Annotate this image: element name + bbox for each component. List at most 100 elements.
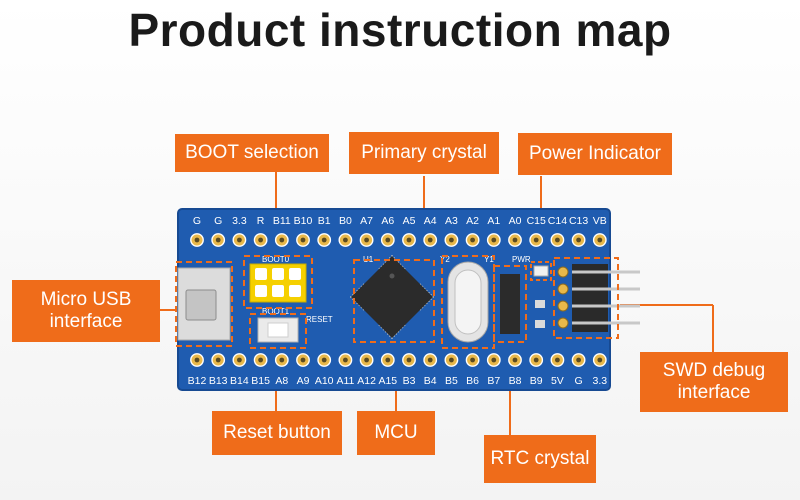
top-pin-label: VB xyxy=(593,215,607,227)
swd-header xyxy=(553,257,640,339)
top-pin-label: A3 xyxy=(445,215,458,227)
pin-hole xyxy=(555,237,560,243)
top-pin-label: A4 xyxy=(424,215,437,227)
reset-button-callout: Reset button xyxy=(212,411,342,455)
top-pin-label: C13 xyxy=(569,215,588,227)
pin-hole xyxy=(470,237,475,243)
pin-hole xyxy=(364,357,369,363)
top-pin-label: A2 xyxy=(466,215,479,227)
top-pin-label: B1 xyxy=(318,215,331,227)
bottom-pin-label: A10 xyxy=(315,375,334,387)
primary-crystal-callout: Primary crystal xyxy=(349,132,499,174)
top-pin-label: G xyxy=(214,215,222,227)
bottom-pin-label: B8 xyxy=(509,375,522,387)
top-pin-label: 3.3 xyxy=(232,215,247,227)
pin-hole xyxy=(491,357,497,363)
pin-hole xyxy=(406,237,412,243)
pin-hole xyxy=(597,357,603,363)
bottom-pin-label: A11 xyxy=(336,375,354,387)
pin-hole xyxy=(512,357,518,363)
top-pin-label: B10 xyxy=(294,215,313,227)
pin-hole xyxy=(427,237,433,243)
pin-hole xyxy=(427,357,433,363)
pwr-silk: PWR xyxy=(512,255,531,264)
pin-hole xyxy=(406,357,412,363)
pin-hole xyxy=(258,357,263,363)
pin-hole xyxy=(533,357,539,363)
micro-usb-callout: Micro USB interface xyxy=(12,280,160,342)
y2-silk: Y2 xyxy=(440,255,450,264)
bottom-pin-label: B9 xyxy=(530,375,543,387)
rtc-crystal-part xyxy=(493,265,527,343)
pin-hole xyxy=(597,237,603,243)
boot-selection-callout: BOOT selection xyxy=(175,134,329,172)
pin-hole xyxy=(300,357,306,363)
top-pin-label: B0 xyxy=(339,215,352,227)
reset-silk: RESET xyxy=(306,315,333,324)
y1-silk: Y1 xyxy=(484,255,494,264)
pin-hole xyxy=(449,237,454,243)
power-indicator-callout: Power Indicator xyxy=(518,133,672,175)
pin-hole xyxy=(258,237,263,243)
pin-hole xyxy=(194,237,200,243)
top-pin-label: A1 xyxy=(487,215,500,227)
top-pin-label: G xyxy=(193,215,201,227)
swd-debug-callout: SWD debug interface xyxy=(640,352,788,412)
bottom-pin-label: B12 xyxy=(188,375,207,387)
bottom-pin-label: A15 xyxy=(378,375,397,387)
bottom-pin-label: B4 xyxy=(424,375,437,387)
top-pin-label: R xyxy=(257,215,265,227)
bottom-pin-label: B6 xyxy=(466,375,479,387)
boot1-silk: BOOT1 xyxy=(262,307,290,316)
bottom-pin-label: B14 xyxy=(230,375,249,387)
pin-hole xyxy=(491,237,497,243)
pin-hole xyxy=(576,237,581,243)
top-pin-label: A5 xyxy=(403,215,416,227)
micro-usb-connector xyxy=(175,261,233,347)
pin-hole xyxy=(343,357,348,363)
pin-hole xyxy=(321,357,327,363)
pin-hole xyxy=(300,237,306,243)
boot-jumper-header: BOOT0 BOOT1 xyxy=(243,255,313,316)
page-title: Product instruction map xyxy=(128,4,672,56)
reset-button-part: RESET xyxy=(249,313,333,349)
bottom-pin-label: B15 xyxy=(251,375,270,387)
pin-hole xyxy=(555,357,560,363)
pin-hole xyxy=(321,237,327,243)
bottom-pin-label: B13 xyxy=(209,375,228,387)
rtc-crystal-callout: RTC crystal xyxy=(484,435,596,483)
pin-hole xyxy=(576,357,581,363)
pin-hole xyxy=(237,237,242,243)
top-pin-pads xyxy=(190,233,607,247)
pin-hole xyxy=(470,357,475,363)
bottom-pin-label: B3 xyxy=(403,375,416,387)
bottom-pin-label: 3.3 xyxy=(592,375,607,387)
power-led: PWR xyxy=(512,255,552,328)
bottom-pin-label: A9 xyxy=(297,375,310,387)
top-pin-label: C14 xyxy=(548,215,567,227)
pin-hole xyxy=(215,357,221,363)
pin-hole xyxy=(237,357,242,363)
top-pin-label: A7 xyxy=(360,215,373,227)
top-pin-label: B11 xyxy=(273,215,291,227)
primary-crystal-part: Y2 Y1 xyxy=(440,255,495,349)
bottom-pin-label: B5 xyxy=(445,375,458,387)
boot0-silk: BOOT0 xyxy=(262,255,290,264)
pin-hole xyxy=(364,237,369,243)
top-pin-label: C15 xyxy=(527,215,546,227)
mcu-chip: U1 xyxy=(350,255,435,343)
bottom-pin-label: A8 xyxy=(275,375,288,387)
pin-hole xyxy=(194,357,200,363)
pin-hole xyxy=(512,237,518,243)
pin-hole xyxy=(533,237,539,243)
mcu-callout: MCU xyxy=(357,411,435,455)
pin-hole xyxy=(215,237,221,243)
top-pin-label: A6 xyxy=(381,215,394,227)
bottom-pin-pads xyxy=(190,353,607,367)
pin-hole xyxy=(279,237,285,243)
pin-hole xyxy=(343,237,348,243)
bottom-pin-label: G xyxy=(575,375,583,387)
